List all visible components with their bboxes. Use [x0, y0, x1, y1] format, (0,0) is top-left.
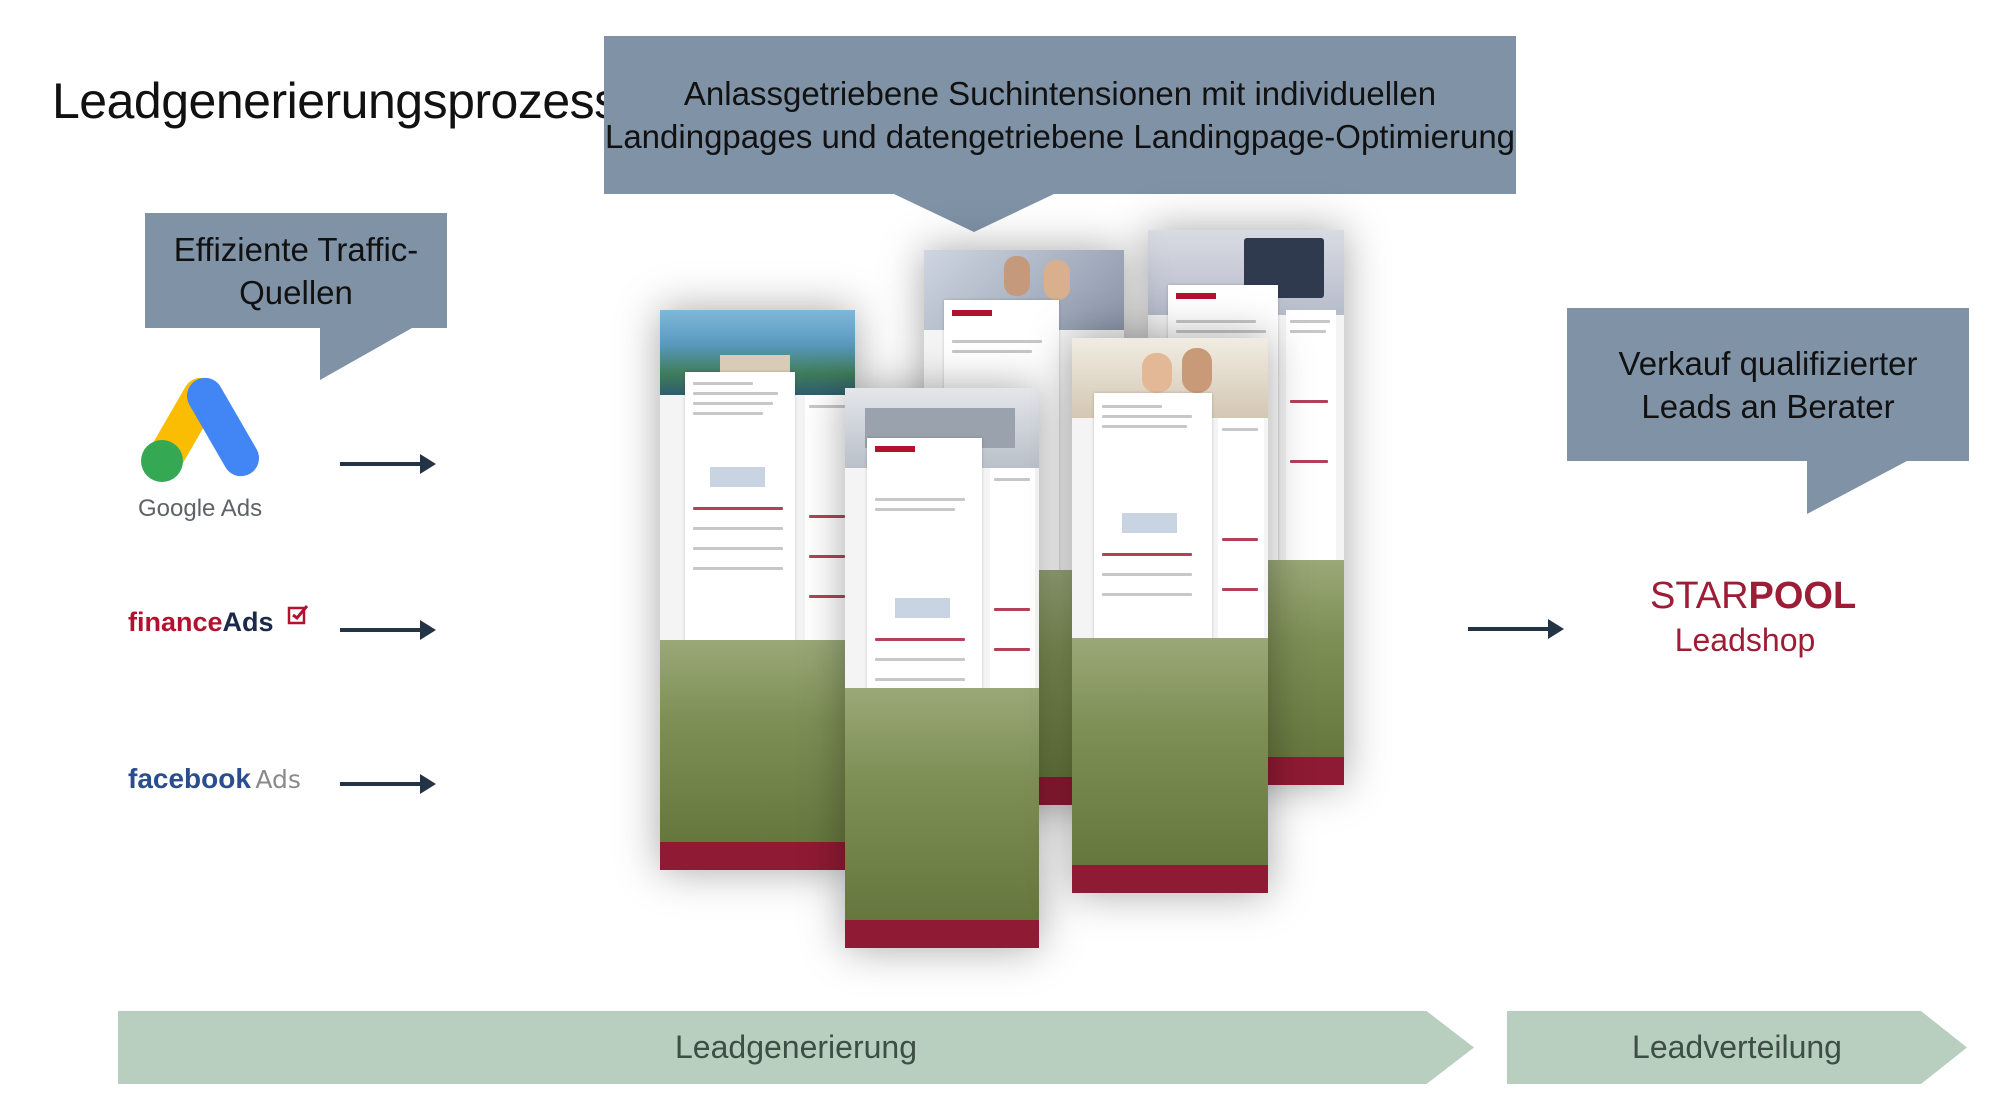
callout-sales: Verkauf qualifizierter Leads an Berater — [1567, 308, 1969, 514]
arrow-finance — [340, 620, 436, 640]
arrow-to-leadshop — [1468, 619, 1564, 639]
callout-traffic: Effiziente Traffic- Quellen — [145, 213, 447, 380]
leadshop-label: Leadshop — [1674, 622, 1816, 658]
mockup-footer — [1072, 865, 1268, 893]
callout-line: Quellen — [239, 273, 353, 311]
starpool-wordmark: STARPOOL — [1650, 575, 1856, 618]
callout-landingpages: Anlassgetriebene Suchintensionen mit ind… — [604, 36, 1516, 232]
mockup-background — [845, 688, 1039, 920]
mockup-background — [660, 640, 855, 842]
facebook-ads-logo: facebook Ads — [128, 763, 318, 803]
landingpage-mockup — [660, 310, 855, 870]
google-ads-icon — [141, 377, 259, 482]
landingpage-mockup — [845, 388, 1039, 948]
phase-label: Leadgenerierung — [675, 1029, 917, 1065]
page-title: Leadgenerierungsprozess — [52, 73, 619, 129]
callout-tail — [320, 328, 412, 380]
callout-line: Anlassgetriebene Suchintensionen mit ind… — [683, 75, 1437, 112]
financeads-finance: finance — [128, 607, 223, 637]
callout-line: Landingpages und datengetriebene Landing… — [604, 118, 1516, 155]
checkmark-icon — [287, 605, 309, 625]
phase-label: Leadverteilung — [1632, 1029, 1842, 1065]
starpool-star: STAR — [1650, 575, 1749, 617]
financeads-ads: Ads — [222, 607, 274, 637]
financeads-logo: financeAds — [128, 605, 328, 657]
callout-tail — [894, 194, 1054, 232]
facebook-wordmark: facebook — [128, 763, 251, 794]
landingpage-mockup — [1072, 338, 1268, 893]
mockup-footer — [845, 920, 1039, 948]
google-ads-label: Google Ads — [138, 495, 263, 522]
mockup-footer — [660, 842, 855, 870]
arrow-facebook — [340, 774, 436, 794]
arrow-google — [340, 454, 436, 474]
callout-tail — [1807, 461, 1907, 514]
callout-line: Verkauf qualifizierter — [1618, 344, 1918, 382]
mockup-background — [1072, 638, 1268, 865]
phase-leadgenerierung: Leadgenerierung — [118, 1011, 1474, 1084]
phase-leadverteilung: Leadverteilung — [1507, 1011, 1967, 1084]
facebook-ads-label: Ads — [255, 765, 301, 794]
google-ads-logo: Google Ads — [135, 365, 270, 535]
starpool-pool: POOL — [1748, 575, 1857, 617]
callout-line: Leads an Berater — [1641, 387, 1895, 425]
starpool-leadshop-logo: STARPOOL Leadshop — [1650, 575, 1856, 659]
callout-line: Effiziente Traffic- — [173, 230, 419, 268]
